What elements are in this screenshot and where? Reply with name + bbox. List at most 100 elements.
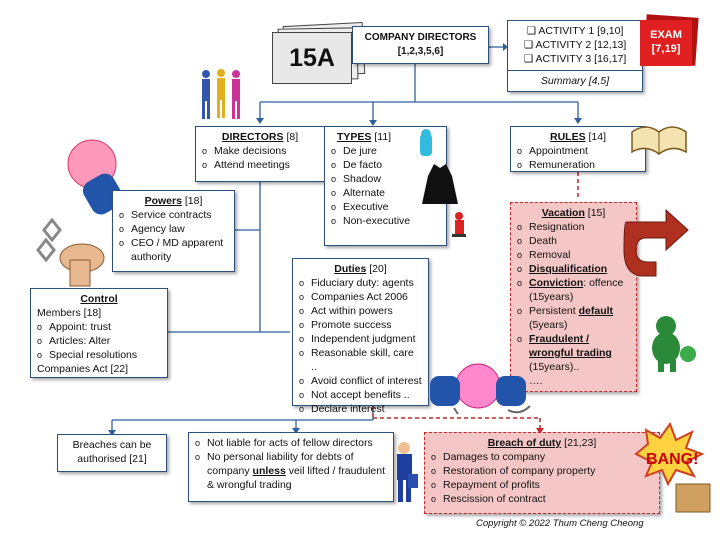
- liability-box: Not liable for acts of fellow directors …: [188, 432, 394, 502]
- copyright-text: Copyright © 2022 Thum Cheng Cheong: [476, 518, 644, 529]
- liability-text-b: veil lifted / fraudulent & wrongful trad…: [207, 465, 386, 491]
- list-item: Companies Act 2006: [299, 290, 422, 304]
- list-item: Damages to company: [431, 450, 653, 464]
- list-item: Agency law: [119, 222, 228, 236]
- conviction-note: (15years): [529, 291, 574, 303]
- list-item: Death: [517, 234, 630, 248]
- list-item: ….: [529, 375, 543, 387]
- rules-title: RULES: [549, 131, 586, 143]
- page-title: COMPANY DIRECTORS [1,2,3,5,6]: [352, 26, 489, 64]
- book-icon: [631, 126, 687, 155]
- list-item: Repayment of profits: [431, 478, 653, 492]
- thief-icon: [652, 316, 696, 372]
- fraud-note: (15years)..: [529, 361, 580, 373]
- breach-of-duty-box: Breach of duty [21,23] Damages to compan…: [424, 432, 660, 514]
- u-turn-arrow-icon: [623, 208, 689, 277]
- boxing-gloves-icon: [430, 363, 531, 415]
- breach-title: Breach of duty: [487, 437, 562, 449]
- list-item: No personal liability for debts of compa…: [195, 450, 387, 492]
- list-item: Removal: [517, 248, 630, 262]
- activities-box: ❑ ACTIVITY 1 [9,10] ❑ ACTIVITY 2 [12,13]…: [507, 20, 643, 92]
- bang-explosion-icon: BANG!: [634, 421, 711, 513]
- list-item: Persistent default(5years): [517, 304, 630, 332]
- list-item: Disqualification: [517, 262, 630, 276]
- list-item: Special resolutions: [37, 348, 161, 362]
- boxing-glove-icon: [36, 139, 124, 287]
- powers-list: Service contracts Agency law CEO / MD ap…: [119, 208, 228, 264]
- activity-item-3[interactable]: ❑ ACTIVITY 3 [16,17]: [523, 53, 627, 65]
- businessman-icon: [397, 442, 418, 502]
- fraud-label: Fraudulent / wrongful trading: [529, 333, 612, 359]
- list-item: Avoid conflict of interest: [299, 374, 422, 388]
- exam-label: EXAM: [650, 29, 682, 41]
- list-item: Fiduciary duty: agents: [299, 276, 422, 290]
- breach-list: Damages to company Restoration of compan…: [431, 450, 653, 506]
- control-members: Members [18]: [37, 307, 102, 319]
- breach-ref: [21,23]: [561, 437, 597, 449]
- vacation-box: Vacation [15] Resignation Death Removal …: [510, 202, 637, 392]
- list-item: Shadow: [331, 172, 440, 186]
- control-box: Control Members [18] Appoint: trust Arti…: [30, 288, 168, 378]
- bang-text: BANG!: [646, 451, 698, 468]
- list-item: Make decisions: [202, 144, 318, 158]
- list-item: Appoint: trust: [37, 320, 161, 334]
- activity-item-1[interactable]: ❑ ACTIVITY 1 [9,10]: [526, 25, 624, 37]
- default-label: default: [578, 305, 614, 317]
- exam-refs: [7,19]: [651, 43, 681, 55]
- list-item: De facto: [331, 158, 440, 172]
- exam-badge[interactable]: EXAM [7,19]: [640, 20, 692, 66]
- types-list: De jure De facto Shadow Alternate Execut…: [331, 144, 440, 228]
- duties-box: Duties [20] Fiduciary duty: agents Compa…: [292, 258, 429, 416]
- liability-list: Not liable for acts of fellow directors …: [195, 436, 387, 492]
- directors-list: Make decisions Attend meetings: [202, 144, 318, 172]
- list-item: Articles: Alter: [37, 334, 161, 348]
- breaches-line1: Breaches can be: [72, 439, 152, 451]
- unless-label: unless: [252, 465, 286, 477]
- list-item: Reasonable skill, care ..: [299, 346, 422, 374]
- list-item: Executive: [331, 200, 440, 214]
- types-ref: [11]: [371, 131, 392, 143]
- list-item: Resignation: [517, 220, 630, 234]
- list-item: Act within powers: [299, 304, 422, 318]
- list-item: Independent judgment: [299, 332, 422, 346]
- list-item: Attend meetings: [202, 158, 318, 172]
- list-item: CEO / MD apparent authority: [119, 236, 228, 264]
- list-item: Conviction: offence(15years): [517, 276, 630, 304]
- list-item: Promote success: [299, 318, 422, 332]
- vacation-title: Vacation: [541, 207, 585, 219]
- vacation-list: Resignation Death Removal Disqualificati…: [517, 220, 630, 388]
- disqualification-label: Disqualification: [529, 263, 608, 275]
- list-item: Service contracts: [119, 208, 228, 222]
- powers-ref: [18]: [181, 195, 203, 207]
- control-footer: Companies Act [22]: [37, 363, 129, 375]
- summary-link[interactable]: Summary [4,5]: [508, 70, 642, 88]
- types-title: TYPES: [337, 131, 372, 143]
- directors-people-icon: [202, 69, 240, 119]
- directors-title: DIRECTORS: [221, 131, 284, 143]
- persistent-text: Persistent: [529, 305, 579, 317]
- list-item: Fraudulent / wrongful trading (15years)..: [517, 332, 630, 374]
- list-item: De jure: [331, 144, 440, 158]
- list-item: Not liable for acts of fellow directors: [195, 436, 387, 450]
- breaches-box: Breaches can be authorised [21]: [57, 434, 167, 472]
- list-item: Appointment: [517, 144, 639, 158]
- control-title: Control: [80, 293, 118, 305]
- activity-item-2[interactable]: ❑ ACTIVITY 2 [12,13]: [523, 39, 627, 51]
- types-figures-icon: [420, 129, 466, 237]
- directors-box: DIRECTORS [8] Make decisions Attend meet…: [195, 126, 325, 182]
- conviction-text: : offence: [583, 277, 624, 289]
- powers-box: Powers [18] Service contracts Agency law…: [112, 190, 235, 272]
- section-tag: 15A: [272, 32, 352, 84]
- duties-list: Fiduciary duty: agents Companies Act 200…: [299, 276, 422, 416]
- list-item: Non-executive: [331, 214, 440, 228]
- duties-title: Duties: [334, 263, 367, 275]
- title-line1: COMPANY DIRECTORS: [364, 32, 477, 43]
- duties-ref: [20]: [366, 263, 387, 275]
- title-line2: [1,2,3,5,6]: [397, 46, 444, 57]
- vacation-ref: [15]: [584, 207, 606, 219]
- directors-ref: [8]: [283, 131, 299, 143]
- control-list: Appoint: trust Articles: Alter Special r…: [37, 320, 161, 362]
- list-item: Declare interest: [299, 402, 422, 416]
- list-item: Not accept benefits ..: [299, 388, 422, 402]
- list-item: Rescission of contract: [431, 492, 653, 506]
